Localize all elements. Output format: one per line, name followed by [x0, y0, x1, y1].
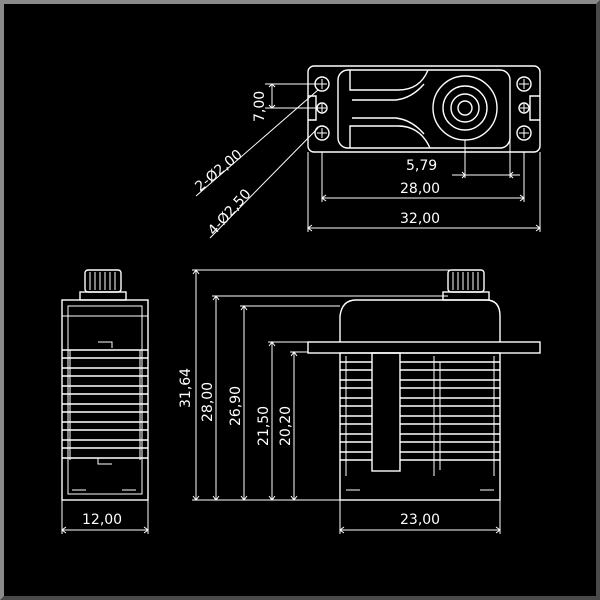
- side-lower-case: [339, 352, 501, 501]
- channel-top-inner: [352, 83, 425, 101]
- leader-2-hole: [195, 89, 319, 197]
- dim-front-width: 12,00: [82, 512, 122, 528]
- top-outline: [307, 65, 541, 153]
- dim-height-21: 21,50: [256, 406, 272, 446]
- output-shaft: [457, 100, 473, 116]
- mount-hole-mr: [518, 102, 530, 114]
- dim-side-width: 23,00: [400, 512, 440, 528]
- side-wire-slot: [371, 352, 401, 472]
- dim-height-total: 31,64: [178, 368, 194, 408]
- dim-overall-width: 32,00: [400, 211, 440, 227]
- mount-hole-bl: [314, 125, 330, 141]
- top-view: [195, 65, 541, 239]
- dim-23-lines: [339, 500, 501, 534]
- notch-right: [529, 95, 540, 121]
- top-inner-frame: [337, 69, 511, 149]
- mount-hole-br: [516, 125, 532, 141]
- side-fins: [340, 356, 500, 476]
- output-gear-ring: [442, 85, 488, 131]
- dim-12-lines: [61, 500, 149, 534]
- side-flange: [307, 341, 541, 354]
- output-gear-spline: [450, 93, 480, 123]
- dim-579-lines: [452, 140, 520, 179]
- dim-offset: 5,79: [406, 158, 437, 174]
- front-body: [61, 299, 149, 501]
- dim-mount-spacing: 7,00: [252, 91, 268, 122]
- dim-height-26: 26,90: [228, 386, 244, 426]
- side-upper-case: [339, 299, 501, 342]
- front-horn-teeth: [89, 272, 116, 290]
- dim-hole-2: 2-Ø2,00: [192, 147, 245, 195]
- dim-7-lines: [265, 83, 318, 109]
- dim-28-lines: [321, 152, 525, 202]
- front-fins: [62, 341, 148, 465]
- channel-top: [349, 69, 429, 91]
- front-view: [61, 269, 149, 534]
- leader-4-hole: [209, 127, 319, 239]
- front-details: [62, 315, 148, 491]
- dim-32-lines: [307, 152, 541, 232]
- side-view: [192, 269, 541, 534]
- front-horn-base: [79, 291, 127, 301]
- dim-heights: [192, 269, 466, 501]
- dim-hole-span: 28,00: [400, 181, 440, 197]
- front-body-inner: [67, 305, 143, 495]
- channel-bottom: [349, 125, 431, 149]
- channel-bottom-inner: [352, 117, 425, 135]
- side-horn-base: [442, 291, 490, 301]
- mount-hole-ml: [316, 102, 328, 114]
- dim-hole-4: 4-Ø2,50: [205, 186, 254, 238]
- mount-hole-tr: [516, 76, 532, 92]
- dim-height-20: 20,20: [278, 406, 294, 446]
- side-horn-teeth: [452, 272, 479, 290]
- dim-height-28: 28,00: [200, 382, 216, 422]
